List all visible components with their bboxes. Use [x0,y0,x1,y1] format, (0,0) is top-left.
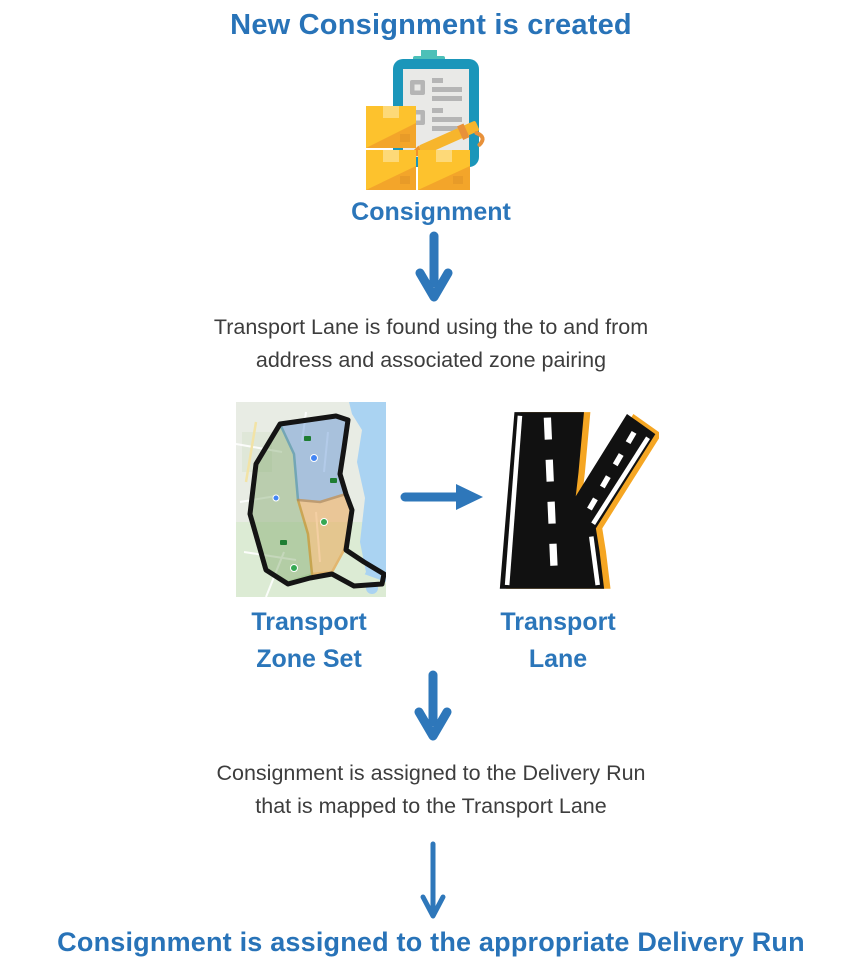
lane-label-line1: Transport [500,608,616,636]
down-arrow-icon [414,231,454,305]
lane-lookup-line2: address and associated zone pairing [255,348,607,372]
assign-run-text: Consignment is assigned to the Delivery … [0,757,862,823]
lane-label: Transport Lane [500,604,615,678]
map-with-three-zones-image [236,402,386,597]
forked-road-icon [499,412,659,589]
page-title: New Consignment is created [230,9,632,41]
zone-set-label-line1: Transport [251,608,367,636]
lane-label-line2: Lane [528,645,588,673]
consignment-icon [358,50,500,194]
transport-zone-map-image [236,402,386,597]
down-arrow-thin-icon [418,841,448,923]
right-arrow-icon [399,480,485,514]
lane-lookup-line1: Transport Lane is found using the to and… [213,315,649,339]
lane-lookup-text: Transport Lane is found using the to and… [0,311,862,377]
footer-title: Consignment is assigned to the appropria… [57,927,805,957]
clipboard-with-boxes-and-pen-icon [366,50,485,190]
assign-run-line1: Consignment is assigned to the Delivery … [216,761,646,785]
assign-run-line2: that is mapped to the Transport Lane [255,794,607,818]
consignment-label: Consignment [351,198,511,226]
zone-set-label-line2: Zone Set [256,645,362,673]
down-arrow-icon [413,670,453,744]
zone-set-label: Transport Zone Set [251,604,366,678]
transport-lane-icon [487,398,659,601]
